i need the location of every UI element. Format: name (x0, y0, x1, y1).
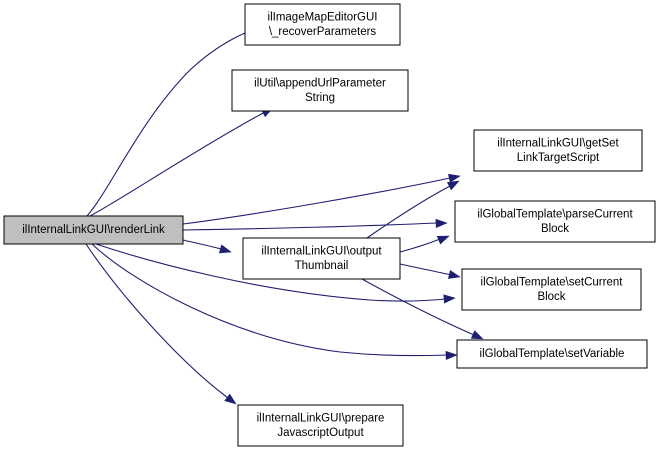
edge-line (95, 243, 447, 302)
graph-node-recover_parameters[interactable]: ilImageMapEditorGUI \_recoverParameters (244, 3, 401, 46)
node-label-line: ilImageMapEditorGUI (268, 11, 378, 23)
node-label-line: Block (537, 291, 565, 303)
edge-root-to-append_url_parameter_string (89, 107, 274, 217)
graph-node-set_variable[interactable]: ilGlobalTemplate\setVariable (456, 339, 648, 369)
edge-arrowhead (224, 393, 237, 405)
edge-arrowhead (446, 180, 460, 191)
node-box[interactable] (237, 404, 404, 447)
node-box[interactable] (242, 237, 401, 280)
edge-line (366, 185, 451, 239)
edge-line (91, 243, 448, 357)
node-box[interactable] (231, 69, 409, 112)
edge-root-to-parse_current_block (182, 218, 448, 231)
node-label-line: ilGlobalTemplate\setCurrent (481, 276, 624, 288)
edge-arrowhead (436, 235, 450, 245)
edge-arrowhead (443, 294, 456, 304)
edge-arrowhead (435, 218, 448, 228)
node-label-line: ilInternalLinkGUI\output (261, 245, 382, 257)
edge-root-to-output_thumbnail (182, 239, 232, 254)
node-label-line: ilInternalLinkGUI\prepare (257, 412, 385, 424)
edge-line (399, 263, 452, 276)
node-label-line: ilInternalLinkGUI\renderLink (22, 224, 165, 236)
node-label-line: ilInternalLinkGUI\getSet (497, 137, 619, 149)
node-label-line: LinkTargetScript (517, 152, 600, 164)
edge-output_thumbnail-to-get_set_link_target_script (366, 180, 460, 239)
edge-arrowhead (218, 244, 232, 254)
edge-root-to-set_variable (91, 243, 458, 360)
edge-output_thumbnail-to-parse_current_block (399, 235, 450, 253)
edge-root-to-set_current_block (95, 243, 456, 304)
edge-line (182, 239, 222, 250)
edge-output_thumbnail-to-set_variable (361, 278, 484, 340)
edge-line (399, 238, 441, 253)
node-label-line: String (305, 92, 335, 104)
edge-arrowhead (445, 350, 458, 360)
edge-arrowhead (448, 270, 461, 279)
node-box[interactable] (3, 215, 184, 245)
node-box[interactable] (473, 129, 643, 172)
node-label-line: JavascriptOutput (277, 427, 364, 439)
node-label-line: ilUtil\appendUrlParameter (254, 77, 386, 89)
edge-line (182, 222, 438, 231)
node-box[interactable] (461, 268, 642, 311)
node-label-line: \_recoverParameters (269, 26, 377, 38)
node-layer: ilInternalLinkGUI\renderLink ilImageMapEd… (3, 3, 656, 447)
node-label-line: ilGlobalTemplate\setVariable (480, 348, 625, 360)
node-box[interactable] (454, 200, 656, 243)
edge-output_thumbnail-to-set_current_block (399, 263, 461, 279)
edge-root-to-prepare_javascript_output (85, 243, 237, 405)
node-box[interactable] (456, 339, 648, 369)
edge-arrowhead (470, 330, 484, 340)
graph-node-prepare_javascript_output[interactable]: ilInternalLinkGUI\prepareJavascriptOutpu… (237, 404, 404, 447)
node-label-line: ilGlobalTemplate\parseCurrent (477, 208, 633, 220)
edge-arrowhead (448, 173, 461, 183)
node-label-line: Block (541, 223, 569, 235)
edge-line (85, 243, 229, 399)
edge-line (89, 111, 266, 217)
edge-line (361, 278, 475, 336)
edge-root-to-get_set_link_target_script (182, 173, 461, 225)
graph-node-root[interactable]: ilInternalLinkGUI\renderLink (3, 215, 184, 245)
edge-line (86, 21, 276, 217)
edge-line (182, 177, 451, 225)
node-label-line: Thumbnail (295, 260, 349, 272)
node-box[interactable] (244, 3, 401, 46)
